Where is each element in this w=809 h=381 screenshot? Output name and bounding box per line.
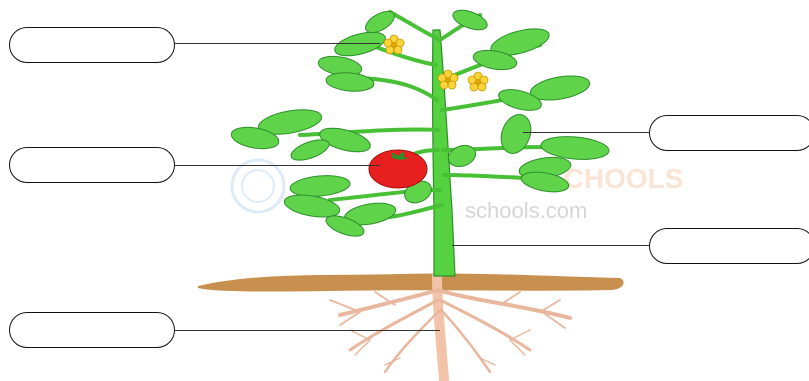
watermark-logo-icon	[232, 160, 284, 212]
leader-line-flower	[175, 43, 380, 44]
label-box-leaf[interactable]	[649, 115, 809, 151]
flower-icon	[468, 72, 488, 91]
flower-icon	[384, 35, 404, 54]
roots	[330, 276, 570, 380]
tomato-fruit	[369, 150, 427, 188]
label-box-flower[interactable]	[9, 27, 175, 63]
leader-line-fruit	[175, 165, 380, 166]
watermark-url: schools.com	[465, 198, 587, 223]
label-box-stem[interactable]	[649, 228, 809, 264]
soil	[198, 273, 624, 291]
label-box-root[interactable]	[9, 312, 175, 348]
leader-line-stem	[452, 245, 649, 246]
leader-line-leaf	[523, 132, 649, 133]
label-box-fruit[interactable]	[9, 147, 175, 183]
leader-line-root	[175, 330, 440, 331]
